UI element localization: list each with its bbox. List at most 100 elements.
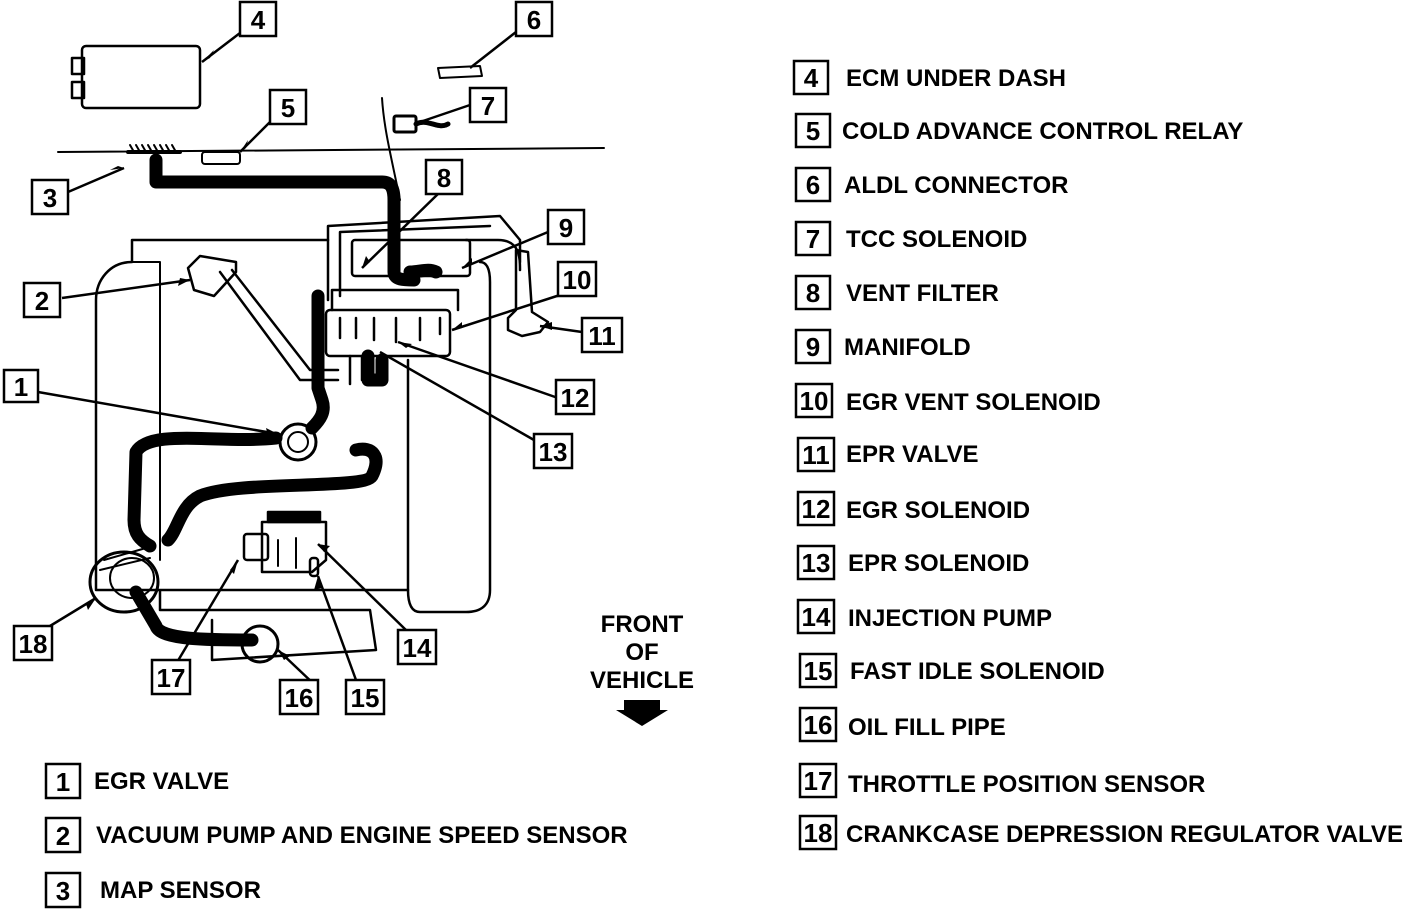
svg-text:9: 9: [559, 213, 573, 243]
svg-text:1: 1: [14, 372, 28, 402]
leader-lines: [37, 31, 583, 687]
front-note-line-2: OF: [625, 639, 658, 666]
legend-item: 9 MANIFOLD: [794, 328, 971, 365]
oil-fill-pipe-drawing: [240, 624, 280, 664]
callout-8: 8: [424, 158, 464, 196]
callout-12: 12: [554, 378, 596, 416]
svg-text:13: 13: [802, 548, 831, 578]
svg-text:14: 14: [403, 633, 432, 663]
legend-item: 3 MAP SENSOR: [44, 871, 261, 909]
svg-text:ALDL CONNECTOR: ALDL CONNECTOR: [844, 172, 1068, 199]
svg-text:EGR SOLENOID: EGR SOLENOID: [846, 497, 1030, 524]
svg-text:MAP SENSOR: MAP SENSOR: [100, 877, 261, 904]
engine-block-inner: [131, 261, 161, 561]
vacuum-pump-arm: [218, 268, 340, 382]
svg-text:18: 18: [804, 818, 833, 848]
front-arrow-icon: [616, 700, 668, 726]
legend-item: 18 CRANKCASE DEPRESSION REGULATOR VALVE: [798, 814, 1403, 851]
engine-block-left: [94, 238, 330, 592]
svg-text:12: 12: [561, 383, 590, 413]
oil-pan: [138, 588, 410, 662]
callout-15: 15: [344, 678, 386, 716]
callout-boxes: 1 2 3 4 5 6 7 8 9 10 11 12 13 14 15 16 1…: [2, 0, 624, 716]
front-note-line-1: FRONT: [601, 611, 684, 638]
svg-text:7: 7: [806, 224, 820, 254]
callout-13: 13: [532, 432, 574, 470]
svg-text:INJECTION PUMP: INJECTION PUMP: [848, 605, 1052, 632]
svg-text:MANIFOLD: MANIFOLD: [844, 334, 971, 361]
leader-arrowheads: [86, 50, 552, 660]
callout-18: 18: [12, 624, 54, 662]
svg-text:4: 4: [804, 63, 819, 93]
callout-6: 6: [514, 0, 554, 38]
svg-text:9: 9: [806, 332, 820, 362]
tcc-solenoid-drawing: [392, 114, 451, 134]
svg-text:11: 11: [588, 321, 616, 351]
svg-text:16: 16: [285, 683, 314, 713]
callout-17: 17: [150, 658, 192, 696]
front-note-line-3: VEHICLE: [590, 667, 694, 694]
aldl-connector-drawing: [437, 65, 483, 79]
svg-text:VACUUM PUMP AND ENGINE SPEED S: VACUUM PUMP AND ENGINE SPEED SENSOR: [96, 822, 628, 849]
egr-valve-drawing: [278, 422, 318, 462]
injection-pump-drawing: [242, 510, 328, 578]
solenoid-bank: [324, 214, 522, 386]
svg-text:2: 2: [56, 821, 70, 851]
svg-text:CRANKCASE DEPRESSION REGULATOR: CRANKCASE DEPRESSION REGULATOR VALVE: [846, 821, 1403, 848]
legend-item: 6 ALDL CONNECTOR: [794, 166, 1068, 203]
svg-text:6: 6: [527, 5, 541, 35]
svg-text:3: 3: [56, 876, 70, 906]
legend-item: 8 VENT FILTER: [794, 274, 999, 311]
svg-text:15: 15: [351, 683, 380, 713]
legend-item: 1 EGR VALVE: [44, 762, 229, 800]
callout-11: 11: [580, 316, 624, 354]
svg-text:17: 17: [804, 766, 833, 796]
legend-item: 17 THROTTLE POSITION SENSOR: [798, 762, 1205, 799]
svg-text:12: 12: [802, 494, 831, 524]
svg-text:5: 5: [806, 116, 820, 146]
svg-text:8: 8: [437, 163, 451, 193]
legend-item: 11 EPR VALVE: [796, 436, 978, 473]
svg-text:3: 3: [43, 183, 57, 213]
svg-text:ECM UNDER DASH: ECM UNDER DASH: [846, 65, 1066, 92]
legend-item: 4 ECM UNDER DASH: [792, 59, 1066, 96]
svg-text:OIL FILL PIPE: OIL FILL PIPE: [848, 714, 1006, 741]
svg-text:THROTTLE POSITION SENSOR: THROTTLE POSITION SENSOR: [848, 771, 1205, 798]
svg-text:10: 10: [563, 265, 592, 295]
svg-text:VENT FILTER: VENT FILTER: [846, 280, 999, 307]
svg-text:EGR VALVE: EGR VALVE: [94, 768, 229, 795]
callout-7: 7: [468, 86, 508, 124]
callout-1: 1: [2, 368, 40, 404]
cold-advance-relay-drawing: [201, 151, 241, 165]
svg-text:4: 4: [251, 5, 266, 35]
svg-text:8: 8: [806, 278, 820, 308]
callout-3: 3: [30, 178, 70, 216]
svg-text:7: 7: [481, 91, 495, 121]
svg-text:14: 14: [802, 602, 831, 632]
svg-text:2: 2: [35, 286, 49, 316]
map-sensor-drawing: [126, 144, 182, 154]
callout-2: 2: [22, 281, 62, 319]
svg-text:EPR VALVE: EPR VALVE: [846, 441, 978, 468]
svg-text:11: 11: [802, 440, 830, 470]
cdr-valve-drawing: [88, 547, 160, 614]
engine-block-right: [406, 238, 522, 614]
epr-valve-drawing: [506, 248, 550, 338]
svg-text:5: 5: [281, 93, 295, 123]
front-of-vehicle-note: FRONT OF VEHICLE: [590, 611, 694, 726]
vacuum-pump-body: [186, 254, 238, 298]
callout-10: 10: [556, 260, 598, 298]
svg-text:1: 1: [56, 767, 70, 797]
engine-illustration: [57, 44, 605, 664]
callout-5: 5: [268, 88, 308, 126]
svg-text:17: 17: [157, 663, 186, 693]
svg-text:6: 6: [806, 170, 820, 200]
svg-text:EPR SOLENOID: EPR SOLENOID: [848, 550, 1029, 577]
